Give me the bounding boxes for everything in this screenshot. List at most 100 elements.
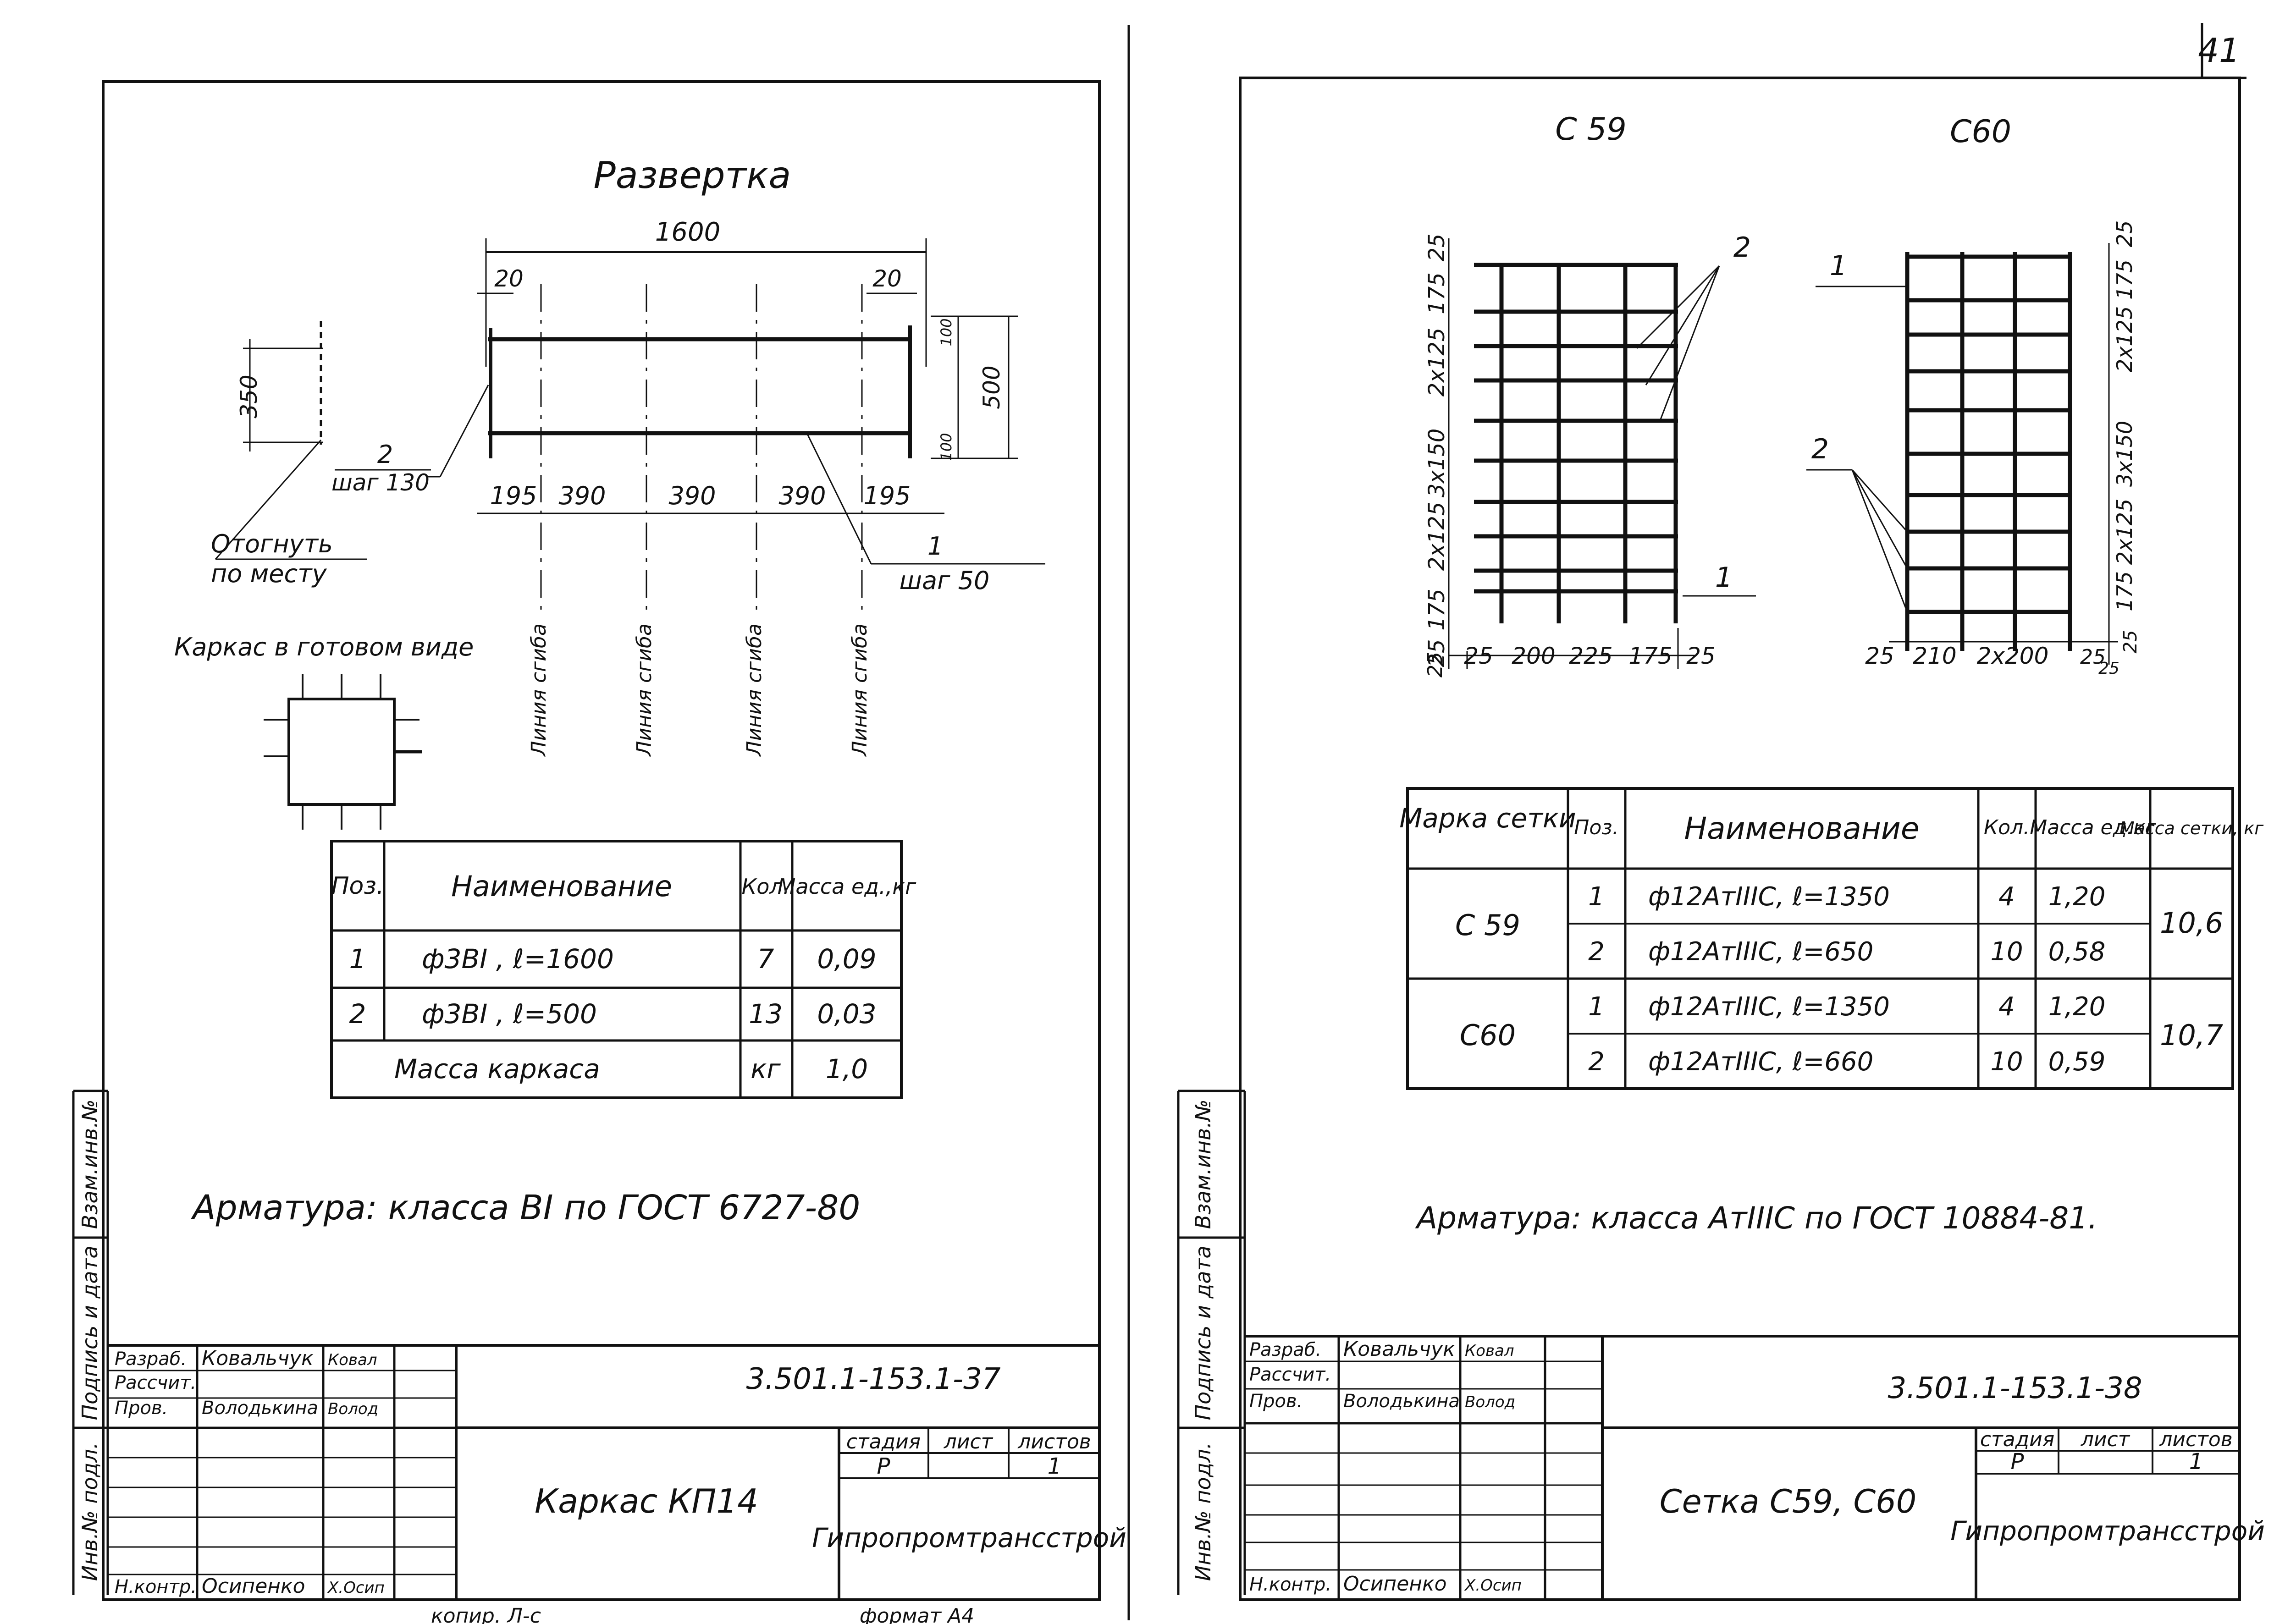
right-doc-title: Сетка С59, С60: [1660, 1483, 1917, 1520]
c59-side-dim-4: 2x125: [1424, 502, 1450, 571]
left-row2-qty: 13: [749, 998, 783, 1029]
left-title-block: Разраб. Рассчит. Пров. Н.контр. Ковальчу…: [108, 1344, 1126, 1600]
c60-bottom-dim-4: 25: [2098, 659, 2119, 678]
right-g1r1-pos: 1: [1588, 882, 1605, 912]
bend-note-1: Отогнуть: [211, 529, 333, 558]
dim-390-3: 390: [778, 481, 826, 510]
right-g2r2-qty: 10: [1990, 1047, 2023, 1077]
dim-195-right: 195: [863, 481, 911, 510]
left-org: Гипропромтрансстрой: [812, 1522, 1126, 1553]
callout-1-note: шаг 50: [900, 566, 990, 595]
right-g1r2-qty: 10: [1990, 937, 2023, 967]
left-sheet: Взам.инв.№ Подпись и дата Инв.№ подл. Ра…: [72, 80, 1126, 1624]
c59-side-dim-1: 175: [1424, 272, 1450, 314]
page-number: 41: [2198, 31, 2240, 70]
dim-100-top: 100: [938, 318, 955, 346]
right-header-name: Наименование: [1684, 811, 1920, 846]
c60-label-1: 1: [1830, 250, 1847, 282]
right-sheet-label: лист: [2081, 1428, 2130, 1451]
right-sheet-frame: [1239, 77, 2241, 1601]
left-role-1: Рассчит.: [115, 1372, 196, 1393]
left-stage-label: стадия: [846, 1430, 921, 1453]
c59-bottom-dim-1: 200: [1512, 643, 1555, 669]
right-name-0: Ковальчук: [1343, 1338, 1455, 1361]
left-table-header-mass: Масса ед.,кг: [778, 874, 916, 899]
left-name-2: Володькина: [202, 1398, 318, 1419]
left-signature-2: Волод: [328, 1400, 378, 1418]
side-view-350: 350 Отогнуть по месту: [211, 321, 367, 588]
left-name-3: Осипенко: [202, 1574, 305, 1598]
left-sheets-label: листов: [1017, 1430, 1091, 1453]
finished-caption: Каркас в готовом виде: [174, 633, 474, 661]
mark-c60: С60: [1950, 114, 2011, 150]
c60-label-2: 2: [1811, 433, 1829, 465]
right-g2r2-mass: 0,59: [2048, 1047, 2106, 1077]
right-header-qty: Кол.: [1984, 816, 2030, 839]
right-role-3: Н.контр.: [1249, 1574, 1331, 1595]
bend-note-2: по месту: [211, 559, 327, 588]
right-title-block: Разраб. Рассчит. Пров. Н.контр. Ковальчу…: [1245, 1335, 2265, 1600]
right-g2r2-name: ф12АтIIIС, ℓ=660: [1648, 1047, 1873, 1077]
right-name-3: Осипенко: [1343, 1572, 1447, 1596]
right-role-1: Рассчит.: [1249, 1364, 1331, 1385]
left-rebar-note: Арматура: класса ВI по ГОСТ 6727-80: [191, 1188, 860, 1228]
right-side-label-inv-podl: Инв.№ подл.: [1191, 1442, 1215, 1581]
left-row1-qty: 7: [757, 943, 774, 974]
left-total-label: Масса каркаса: [394, 1053, 600, 1085]
dim-500: 500: [978, 365, 1005, 409]
dim-195-left: 195: [490, 481, 537, 510]
bend-line-4: Линия сгиба: [848, 623, 872, 757]
c59-label-1: 1: [1715, 562, 1733, 594]
callout-1-num: 1: [927, 532, 943, 561]
c59-side-dim-0: 25: [1424, 233, 1450, 261]
right-sheets-label: листов: [2159, 1428, 2232, 1451]
dim-390-1: 390: [558, 481, 606, 510]
left-role-2: Пров.: [115, 1398, 168, 1419]
right-g2r1-qty: 4: [1998, 992, 2015, 1022]
bend-line-2: Линия сгиба: [633, 623, 656, 757]
side-label-sign: Подпись и дата: [77, 1245, 102, 1420]
right-header-pos: Поз.: [1574, 816, 1618, 839]
c59-bottom-dim-0: 25: [1464, 643, 1493, 669]
left-spec-table: Поз. Наименование Кол. Масса ед.,кг 1 ф3…: [330, 840, 916, 1099]
c60-bottom-dim-1: 210: [1913, 643, 1956, 669]
right-group2-mark: С60: [1460, 1018, 1516, 1052]
dim-100-bottom: 100: [938, 433, 955, 461]
right-name-2: Володькина: [1343, 1391, 1460, 1412]
right-org: Гипропромтрансстрой: [1950, 1515, 2265, 1547]
c59-side-dim-6: 25: [1424, 639, 1450, 667]
left-doc-title: Каркас КП14: [535, 1482, 758, 1520]
right-header-unit-mass: Масса ед.кг: [2030, 816, 2156, 839]
callout-2-note: шаг 130: [331, 469, 430, 496]
c60-side-dim-0: 25: [2112, 220, 2137, 248]
right-sheet: Взам.инв.№ Подпись и дата Инв.№ подл. С …: [1177, 77, 2265, 1601]
dim-20-right: 20: [872, 265, 902, 292]
right-signature-2: Волод: [1465, 1393, 1515, 1411]
left-footer-format: формат А4: [860, 1604, 974, 1624]
right-group1-total: 10,6: [2160, 906, 2223, 940]
bend-line-1: Линия сгиба: [527, 623, 551, 757]
left-signature-3: Х.Осип: [327, 1579, 385, 1597]
left-side-strip: Взам.инв.№ Подпись и дата Инв.№ подл.: [72, 1090, 109, 1595]
mesh-c59: 25 175 2x125 3x150 2x125 175 25 25 200 2…: [1424, 231, 1756, 677]
left-sheets-value: 1: [1048, 1453, 1062, 1479]
right-g1r1-mass: 1,20: [2048, 882, 2106, 912]
right-g2r1-name: ф12АтIIIС, ℓ=1350: [1648, 992, 1890, 1022]
right-g1r2-mass: 0,58: [2048, 937, 2106, 967]
right-header-mesh-mass: Масса сетки, кг: [2119, 818, 2264, 838]
left-total-value: 1,0: [826, 1053, 868, 1085]
right-side-strip: Взам.инв.№ Подпись и дата Инв.№ подл.: [1177, 1090, 1246, 1595]
left-row2-name: ф3ВI , ℓ=500: [422, 998, 597, 1029]
left-row1-pos: 1: [349, 943, 366, 974]
left-role-0: Разраб.: [115, 1349, 187, 1370]
c59-label-2: 2: [1733, 231, 1751, 264]
right-rebar-note: Арматура: класса АтIIIС по ГОСТ 10884-81…: [1415, 1200, 2097, 1236]
side-label-inv: Взам.инв.№: [77, 1099, 102, 1229]
right-g2r2-pos: 2: [1588, 1047, 1605, 1077]
c60-bottom-dim-0: 25: [1865, 643, 1894, 669]
right-role-0: Разраб.: [1249, 1339, 1321, 1360]
right-g2r1-pos: 1: [1588, 992, 1605, 1022]
left-signature-0: Ковал: [328, 1351, 377, 1369]
left-doc-code: 3.501.1-153.1-37: [746, 1362, 1000, 1396]
c60-bottom-dim-3: 25: [2080, 645, 2106, 669]
